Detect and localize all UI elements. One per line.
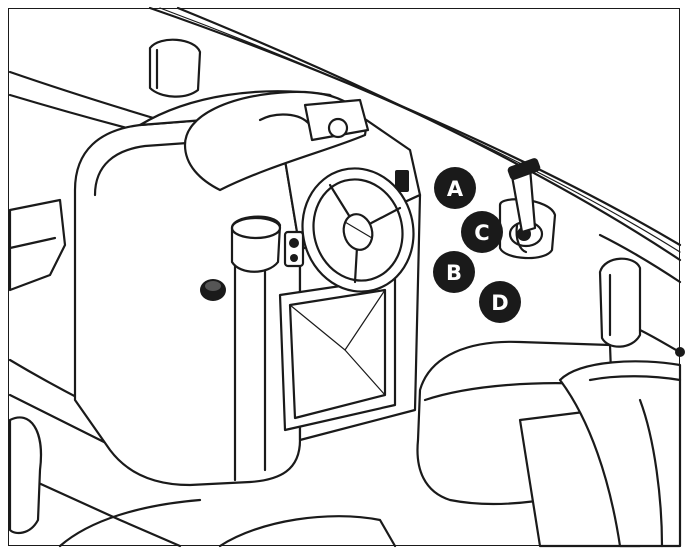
callout-c-label: C (474, 221, 489, 245)
callout-b-label: B (446, 261, 462, 285)
callout-d: D (479, 281, 521, 323)
steering-wheel (301, 167, 415, 293)
callout-c: C (461, 211, 503, 253)
front-seat-right (416, 257, 685, 548)
ignition-switch-panel (498, 158, 557, 260)
callout-markers: A C B D (433, 167, 521, 323)
callout-b: B (433, 251, 475, 293)
rear-seat-left (8, 38, 202, 292)
callout-a: A (434, 167, 476, 209)
callout-a-label: A (447, 177, 464, 201)
callout-d-label: D (491, 291, 508, 315)
